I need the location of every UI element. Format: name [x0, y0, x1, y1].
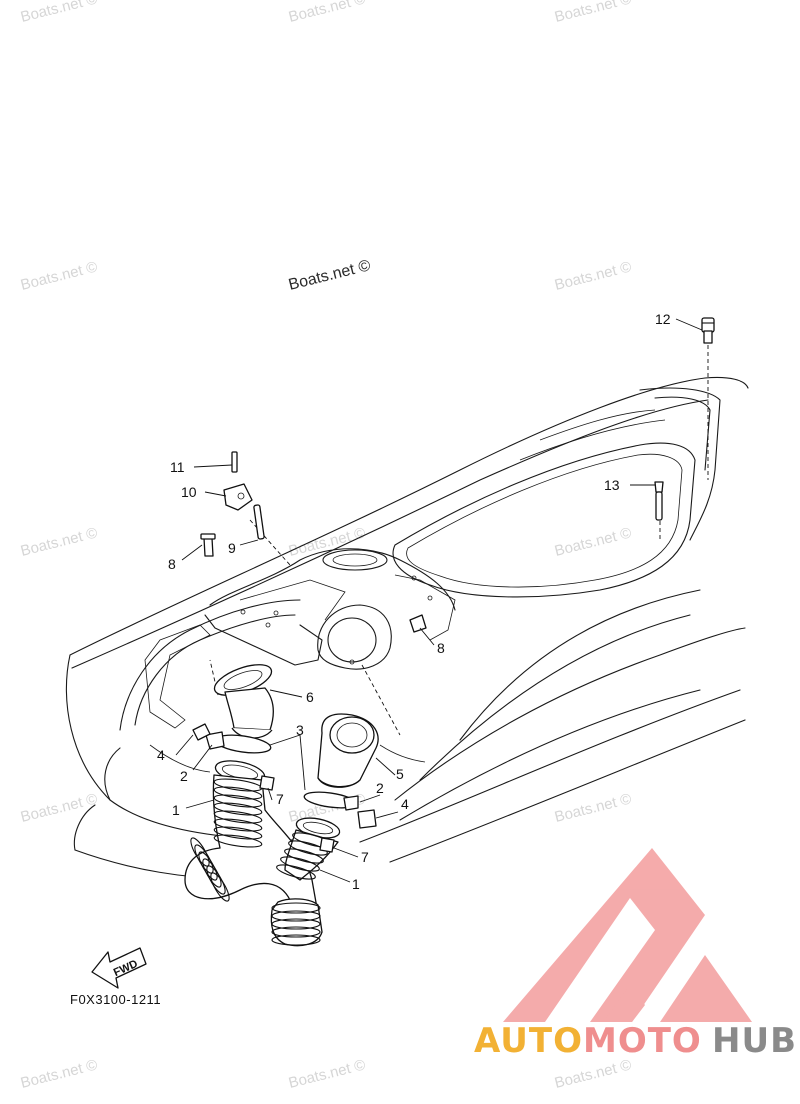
hose-rib: [271, 910, 321, 922]
watermark-text: Boats.net ©: [19, 258, 99, 294]
watermark-text: Boats.net ©: [19, 790, 99, 826]
part-4-holder-right: [357, 809, 377, 829]
part-7-clamp-right: [319, 837, 335, 853]
hose-rib: [202, 858, 222, 888]
hose-rib: [271, 918, 321, 930]
logo-word-hub: HUB: [712, 1021, 797, 1061]
callout-1-left: 1: [172, 802, 180, 818]
callout-4-right: 4: [401, 796, 409, 812]
watermark-layer: Boats.net © Boats.net © Boats.net © Boats.n…: [19, 0, 633, 1092]
watermark-text: Boats.net ©: [553, 1056, 633, 1092]
watermark-text: Boats.net ©: [553, 258, 633, 294]
dashed-routing: [209, 345, 709, 736]
part-6-duct: [213, 664, 274, 739]
watermark-text: Boats.net ©: [287, 257, 373, 294]
hose-rib: [198, 851, 218, 881]
fwd-arrow: FWD: [91, 947, 147, 989]
callout-8-left: 8: [168, 556, 176, 572]
hose-rib: [280, 856, 320, 872]
hose-rib: [271, 934, 321, 946]
callout-3: 3: [296, 722, 304, 738]
watermark-text: Boats.net ©: [287, 1056, 367, 1092]
callout-6: 6: [306, 689, 314, 705]
hose-rib: [288, 840, 328, 856]
callout-4-left: 4: [157, 747, 165, 763]
hose-rib: [213, 810, 263, 824]
callout-5: 5: [396, 766, 404, 782]
watermark-text: Boats.net ©: [553, 524, 633, 560]
part-13-clip: [654, 481, 664, 521]
part-5-duct: [317, 713, 379, 788]
part-8-grommet-right: [409, 614, 427, 633]
watermark-text: Boats.net ©: [553, 0, 633, 26]
hose-rib: [210, 872, 230, 902]
callout-10: 10: [181, 484, 197, 500]
hose-rib: [213, 794, 263, 808]
logo-mark: [503, 848, 752, 1022]
hull-outline: [65, 376, 749, 879]
watermark-text: Boats.net ©: [19, 0, 99, 26]
watermark-text: Boats.net ©: [19, 524, 99, 560]
callout-2-right: 2: [376, 780, 384, 796]
part-12-vent-cap: [701, 317, 715, 344]
callout-numbers: 12 13 11 10 9 8 8 6 3 4 2 5 2 4 1 7 7 1: [157, 311, 671, 892]
hose-rib: [213, 818, 263, 832]
hose-rib: [276, 864, 316, 880]
callout-12: 12: [655, 311, 671, 327]
hose-rib: [213, 786, 263, 800]
callout-11: 11: [170, 459, 185, 475]
part-4-holder-left: [192, 723, 211, 741]
part-1-hose-lower: [270, 898, 323, 947]
leader-lines: [175, 318, 703, 883]
drawing-code: F0X3100-1211: [70, 992, 161, 1007]
hose-rib: [206, 865, 226, 895]
callout-1-right: 1: [352, 876, 360, 892]
hose-rib: [213, 834, 263, 848]
part-8-grommet-left: [200, 533, 216, 557]
hose-rib: [213, 826, 263, 840]
logo-word-moto: MOTO: [583, 1021, 702, 1061]
automotohub-logo: AUTO MOTO HUB: [474, 848, 797, 1061]
hose-ribs-left: [190, 778, 263, 902]
hose-rib: [213, 802, 263, 816]
callout-13: 13: [604, 477, 620, 493]
hose-rib: [271, 902, 321, 914]
watermark-text: Boats.net ©: [287, 0, 367, 26]
hose-ribs-lower: [271, 902, 321, 946]
part-9-10-11-assembly: [223, 451, 265, 540]
callout-9: 9: [228, 540, 236, 556]
part-7-clamp-left: [259, 775, 275, 791]
part-1-hose-left: [184, 760, 321, 931]
callout-8-right: 8: [437, 640, 445, 656]
part-2-clip-right: [343, 795, 359, 811]
watermark-text: Boats.net ©: [19, 1056, 99, 1092]
callout-7-left: 7: [276, 791, 284, 807]
callout-2-left: 2: [180, 768, 188, 784]
logo-word-auto: AUTO: [474, 1021, 583, 1061]
part-2-clip-left: [205, 731, 225, 750]
hose-rib: [271, 926, 321, 938]
callout-7-right: 7: [361, 849, 369, 865]
watermark-text: Boats.net ©: [553, 790, 633, 826]
hose-rib: [284, 848, 324, 864]
